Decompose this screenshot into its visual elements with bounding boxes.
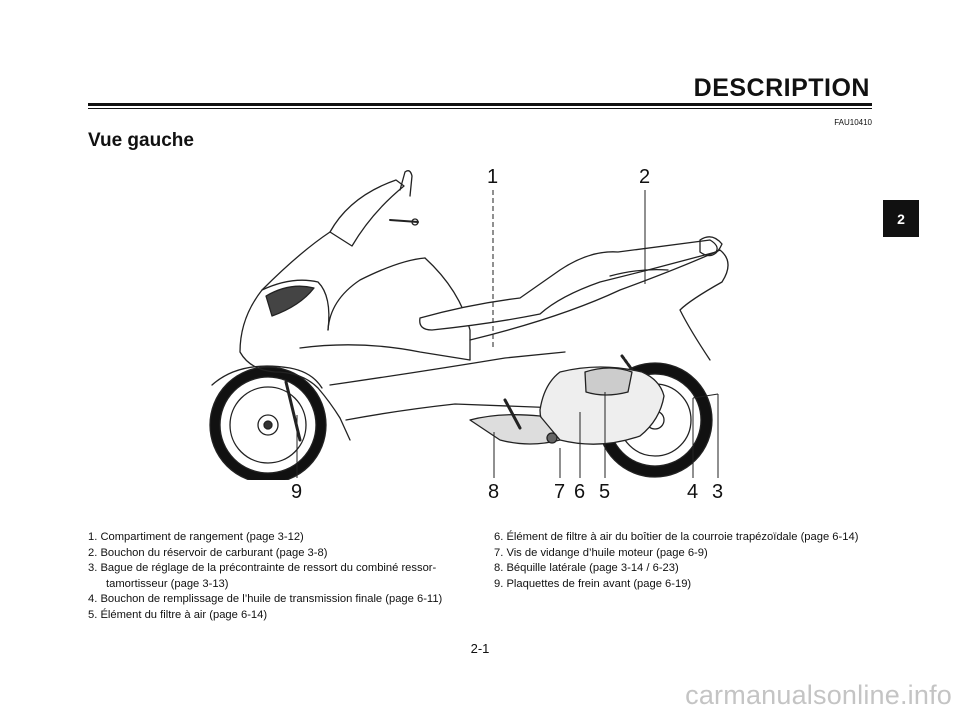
callout-8: 8 [488, 481, 500, 503]
callout-9: 9 [291, 481, 303, 503]
header-title: DESCRIPTION [693, 74, 870, 102]
callout-1: 1 [487, 166, 499, 188]
legend-item: 6. Élément de filtre à air du boîtier de… [494, 531, 859, 543]
callout-7: 7 [554, 481, 566, 503]
callout-3: 3 [712, 481, 724, 503]
legend-item: 8. Béquille latérale (page 3-14 / 6-23) [494, 562, 679, 574]
callout-6: 6 [574, 481, 586, 503]
header-rule-thin [88, 108, 872, 109]
legend-item: 9. Plaquettes de frein avant (page 6-19) [494, 577, 692, 590]
legend-item: 1. Compartiment de rangement (page 3-12) [88, 531, 304, 543]
legend-item: 5. Élément du filtre à air (page 6-14) [88, 608, 268, 621]
legend-item: 3. Bague de réglage de la précontrainte … [88, 562, 437, 590]
watermark[interactable]: carmanualsonline.info [685, 680, 952, 710]
page-number: 2-1 [470, 641, 490, 656]
chapter-tab[interactable]: 2 [883, 200, 919, 237]
leader-lines [296, 190, 719, 478]
legend-left: 1. Compartiment de rangement (page 3-12)… [88, 530, 473, 623]
legend-item: 2. Bouchon du réservoir de carburant (pa… [88, 546, 328, 559]
front-wheel [209, 366, 327, 480]
section-title: Vue gauche [88, 130, 194, 151]
reference-code: FAU10410 [834, 118, 872, 127]
legend-right: 6. Élément de filtre à air du boîtier de… [494, 530, 874, 592]
callout-4: 4 [687, 481, 699, 503]
legend-item: 4. Bouchon de remplissage de l’huile de … [88, 593, 443, 605]
scooter-illustration [209, 170, 729, 480]
legend-item: 7. Vis de vidange d’huile moteur (page 6… [494, 546, 708, 559]
callout-5: 5 [599, 481, 611, 503]
callout-2: 2 [639, 166, 651, 188]
header-rule [88, 103, 872, 106]
